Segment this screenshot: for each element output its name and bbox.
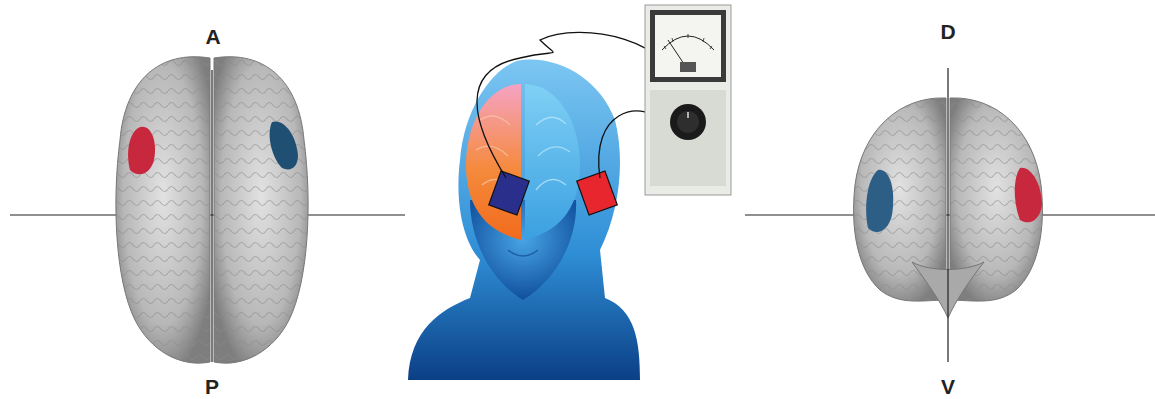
axis-label: P xyxy=(205,376,219,397)
brain-front-view xyxy=(745,68,1155,362)
axis-label: D xyxy=(940,21,955,42)
tdcs-head-illustration xyxy=(405,32,680,380)
brain-top-view xyxy=(10,57,415,363)
axis-label: A xyxy=(205,26,220,47)
ammeter xyxy=(645,5,731,195)
axis-label: V xyxy=(941,376,955,397)
